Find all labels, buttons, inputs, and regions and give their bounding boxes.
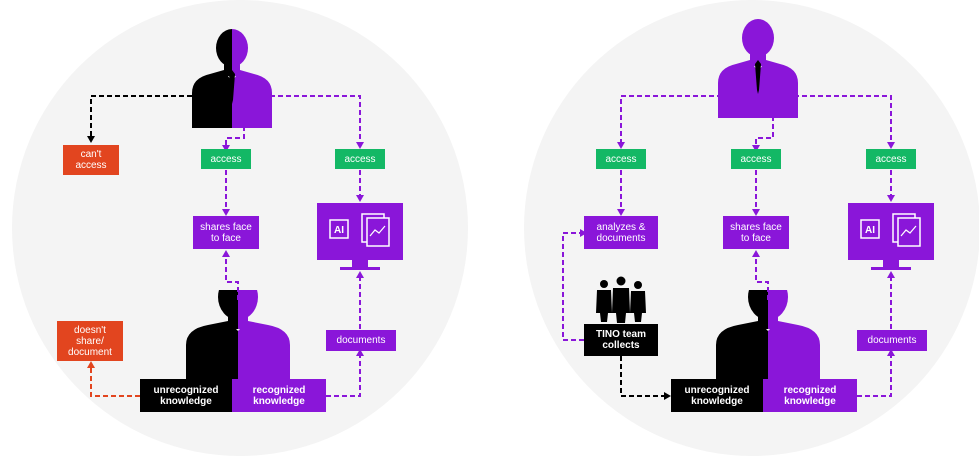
cant-access-label: can't access: [63, 145, 119, 175]
unrecognized-knowledge-left: unrecognized knowledge: [140, 379, 232, 412]
arrowheads-left: [87, 136, 364, 368]
arrow-tino-to-unrecognized: [620, 356, 666, 397]
arrow-top-to-access-3: [794, 95, 892, 145]
access-label-right-1: access: [596, 149, 646, 169]
recognized-knowledge-left: recognized knowledge: [232, 379, 326, 412]
ai-monitor-icon-right: AI: [848, 203, 934, 270]
access-label-right-3: access: [866, 149, 916, 169]
arrow-bottom-to-shares-right: [755, 254, 769, 300]
arrow-top-to-access-right: [262, 95, 361, 145]
arrow-top-to-access-1: [620, 95, 722, 145]
access-label-right-2: access: [731, 149, 781, 169]
shares-face-label-right: shares face to face: [723, 216, 789, 249]
monitor-ai-label-right: AI: [865, 225, 875, 236]
doesnt-share-label: doesn't share/ document: [57, 321, 123, 361]
person-purple-top-icon: [718, 19, 798, 118]
arrow-tino-to-analyzes: [562, 232, 584, 341]
arrow-recognized-to-documents-right: [857, 353, 892, 397]
monitor-ai-label: AI: [334, 225, 344, 236]
arrow-recognized-to-documents: [326, 353, 361, 397]
arrow-top-to-access-center: [225, 126, 245, 148]
access-label-left-1: access: [201, 149, 251, 169]
documents-label-left: documents: [326, 330, 396, 351]
ai-monitor-icon-left: AI: [317, 203, 403, 270]
recognized-knowledge-right: recognized knowledge: [763, 379, 857, 412]
arrowheads-right: [580, 142, 895, 400]
documents-label-right: documents: [857, 330, 927, 351]
arrow-to-doesnt-share: [90, 365, 140, 397]
analyzes-documents-label: analyzes & documents: [584, 216, 658, 249]
unrecognized-knowledge-right: unrecognized knowledge: [671, 379, 763, 412]
tie-icon: [229, 70, 235, 104]
arrow-top-to-access-2: [755, 116, 774, 148]
person-split-top-icon: [192, 29, 272, 128]
access-label-left-2: access: [335, 149, 385, 169]
arrow-to-cant-access: [90, 95, 192, 138]
arrow-bottom-to-shares: [225, 254, 239, 300]
shares-face-label-left: shares face to face: [193, 216, 259, 249]
tino-team-collects-label: TINO team collects: [584, 324, 658, 356]
team-silhouette-icon: [596, 276, 646, 323]
